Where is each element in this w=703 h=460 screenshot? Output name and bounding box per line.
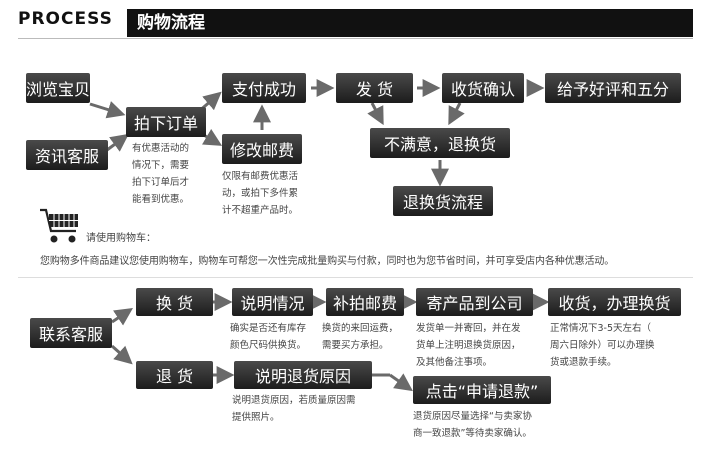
arrow-browse-to-order [89,101,126,119]
box-confirm-receipt: 收货确认 [442,73,524,103]
box-explain-reason: 说明退货原因 [234,361,372,389]
box-extra-postage: 补拍邮费 [326,288,404,316]
box-ship: 发 货 [336,73,413,103]
box-modify-postage: 修改邮费 [222,134,302,164]
note-apply-refund: 退货原因尽量选择“与卖家协 商一致退款”等待卖家确认。 [413,411,532,439]
arrow-contact-to-exchange [111,308,133,326]
cart-label: 请使用购物车： [86,233,156,244]
box-apply-refund: 点击“申请退款” [413,376,551,404]
box-explain-situation: 说明情况 [232,288,313,316]
box-customer-service: 资讯客服 [26,140,108,170]
arrow-service-to-order [106,133,129,152]
box-refund: 退 货 [136,361,213,389]
note-explain-situation: 确实是否还有库存 颜色尺码供换货。 [230,323,307,351]
cart-description: 您购物多件商品建议您使用购物车，购物车可帮您一次性完成批量购买与付款，同时也为您… [40,256,615,267]
box-unsatisfied: 不满意，退换货 [370,128,510,158]
section-divider [18,277,693,278]
box-place-order: 拍下订单 [126,107,206,137]
section-title-en: PROCESS [18,9,113,29]
note-modify-postage: 仅限有邮费优惠活 动，或拍下多件累 计不超重产品时。 [222,171,299,216]
arrow-reason-to-apply [389,373,413,392]
arrow-contact-to-refund [111,344,133,365]
section-title-zh: 购物流程 [127,9,693,37]
box-contact-service: 联系客服 [30,318,112,348]
box-send-product: 寄产品到公司 [416,288,533,316]
box-exchange: 换 货 [136,288,213,316]
shopping-cart-icon [40,208,78,243]
note-explain-reason: 说明退货原因，若质量原因需 提供照片。 [232,395,356,423]
note-send-product: 发货单一并寄回，并在发 货单上注明退换货原因， 及其他备注事项。 [416,323,521,368]
box-return-process: 退换货流程 [393,186,493,216]
header-rule [18,38,693,39]
box-browse: 浏览宝贝 [26,73,90,103]
note-receive-exchange: 正常情况下3-5天左右（ 周六日除外）可以办理换 货或退款手续。 [550,323,655,368]
arrow-ship-to-unsatisfied [367,102,384,126]
note-extra-postage: 换货的来回运费， 需要买方承担。 [322,323,399,351]
note-place-order: 有优惠活动的 情况下，需要 拍下订单后才 能看到优惠。 [132,143,190,205]
box-receive-exchange: 收货，办理换货 [548,288,681,316]
arrow-confirm-to-unsatisfied [448,102,465,126]
box-five-star-review: 给予好评和五分 [545,73,681,103]
box-pay-success: 支付成功 [222,73,306,103]
